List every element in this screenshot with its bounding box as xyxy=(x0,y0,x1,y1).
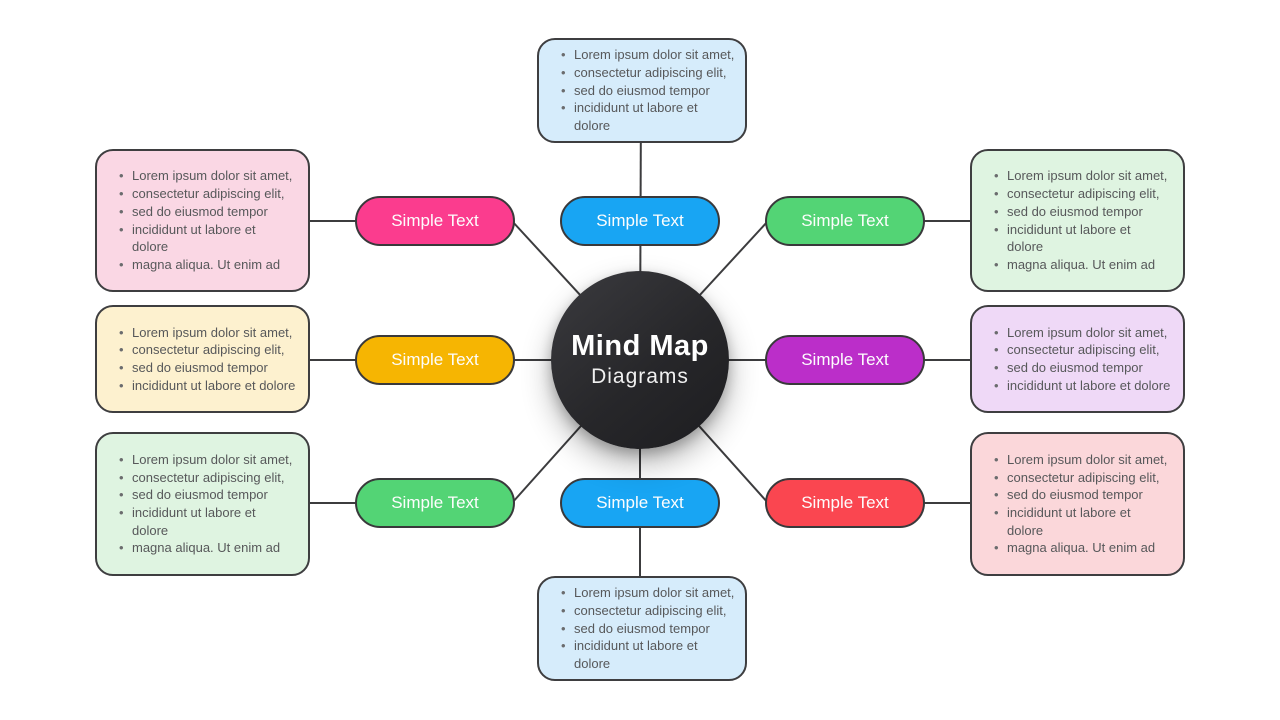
bullet-item: sed do eiusmod tempor xyxy=(117,203,292,221)
bullet-item: sed do eiusmod tempor xyxy=(117,359,295,377)
branch-pill-left-bottom: Simple Text xyxy=(355,478,515,528)
bullet-item: Lorem ipsum dolor sit amet, xyxy=(992,451,1167,469)
bullet-item: Lorem ipsum dolor sit amet, xyxy=(992,324,1170,342)
bullet-item: incididunt ut labore et dolore xyxy=(992,504,1167,539)
bullet-item: consectetur adipiscing elit, xyxy=(559,64,737,82)
bullet-list: Lorem ipsum dolor sit amet, consectetur … xyxy=(559,46,737,134)
bullet-list: Lorem ipsum dolor sit amet, consectetur … xyxy=(992,324,1170,395)
bullet-item: Lorem ipsum dolor sit amet, xyxy=(992,167,1167,185)
bullet-item: consectetur adipiscing elit, xyxy=(117,469,292,487)
branch-box-left-bottom: Lorem ipsum dolor sit amet, consectetur … xyxy=(95,432,310,576)
bullet-item: consectetur adipiscing elit, xyxy=(117,185,292,203)
bullet-item: Lorem ipsum dolor sit amet, xyxy=(559,584,737,602)
bullet-list: Lorem ipsum dolor sit amet, consectetur … xyxy=(117,451,292,557)
bullet-item: consectetur adipiscing elit, xyxy=(992,185,1167,203)
bullet-item: sed do eiusmod tempor xyxy=(559,620,737,638)
center-subtitle: Diagrams xyxy=(591,365,689,389)
branch-pill-left-top: Simple Text xyxy=(355,196,515,246)
bullet-item: incididunt ut labore et dolore xyxy=(559,99,737,134)
center-node: Mind Map Diagrams xyxy=(551,271,729,449)
bullet-item: magna aliqua. Ut enim ad xyxy=(992,256,1167,274)
bullet-list: Lorem ipsum dolor sit amet, consectetur … xyxy=(117,167,292,273)
bullet-item: sed do eiusmod tempor xyxy=(117,486,292,504)
bullet-item: incididunt ut labore et dolore xyxy=(117,504,292,539)
branch-box-right-top: Lorem ipsum dolor sit amet, consectetur … xyxy=(970,149,1185,292)
bullet-list: Lorem ipsum dolor sit amet, consectetur … xyxy=(992,167,1167,273)
bullet-item: Lorem ipsum dolor sit amet, xyxy=(117,324,295,342)
bullet-list: Lorem ipsum dolor sit amet, consectetur … xyxy=(117,324,295,395)
bullet-item: sed do eiusmod tempor xyxy=(992,486,1167,504)
branch-box-top: Lorem ipsum dolor sit amet, consectetur … xyxy=(537,38,747,143)
bullet-item: consectetur adipiscing elit, xyxy=(992,341,1170,359)
bullet-list: Lorem ipsum dolor sit amet, consectetur … xyxy=(992,451,1167,557)
bullet-item: incididunt ut labore et dolore xyxy=(992,221,1167,256)
branch-pill-right-middle: Simple Text xyxy=(765,335,925,385)
bullet-item: incididunt ut labore et dolore xyxy=(117,377,295,395)
bullet-item: Lorem ipsum dolor sit amet, xyxy=(117,451,292,469)
bullet-item: sed do eiusmod tempor xyxy=(992,203,1167,221)
bullet-item: incididunt ut labore et dolore xyxy=(559,637,737,672)
branch-box-right-middle: Lorem ipsum dolor sit amet, consectetur … xyxy=(970,305,1185,413)
branch-pill-right-top: Simple Text xyxy=(765,196,925,246)
branch-pill-bottom: Simple Text xyxy=(560,478,720,528)
bullet-item: consectetur adipiscing elit, xyxy=(117,341,295,359)
bullet-item: Lorem ipsum dolor sit amet, xyxy=(117,167,292,185)
bullet-item: magna aliqua. Ut enim ad xyxy=(992,539,1167,557)
branch-pill-right-bottom: Simple Text xyxy=(765,478,925,528)
bullet-item: consectetur adipiscing elit, xyxy=(559,602,737,620)
bullet-item: magna aliqua. Ut enim ad xyxy=(117,539,292,557)
branch-box-left-top: Lorem ipsum dolor sit amet, consectetur … xyxy=(95,149,310,292)
bullet-item: Lorem ipsum dolor sit amet, xyxy=(559,46,737,64)
branch-pill-left-middle: Simple Text xyxy=(355,335,515,385)
bullet-item: incididunt ut labore et dolore xyxy=(992,377,1170,395)
bullet-item: magna aliqua. Ut enim ad xyxy=(117,256,292,274)
bullet-item: incididunt ut labore et dolore xyxy=(117,221,292,256)
branch-box-bottom: Lorem ipsum dolor sit amet, consectetur … xyxy=(537,576,747,681)
branch-box-left-middle: Lorem ipsum dolor sit amet, consectetur … xyxy=(95,305,310,413)
branch-pill-top: Simple Text xyxy=(560,196,720,246)
bullet-item: sed do eiusmod tempor xyxy=(992,359,1170,377)
center-title: Mind Map xyxy=(571,329,709,362)
branch-box-right-bottom: Lorem ipsum dolor sit amet, consectetur … xyxy=(970,432,1185,576)
bullet-list: Lorem ipsum dolor sit amet, consectetur … xyxy=(559,584,737,672)
bullet-item: consectetur adipiscing elit, xyxy=(992,469,1167,487)
bullet-item: sed do eiusmod tempor xyxy=(559,82,737,100)
